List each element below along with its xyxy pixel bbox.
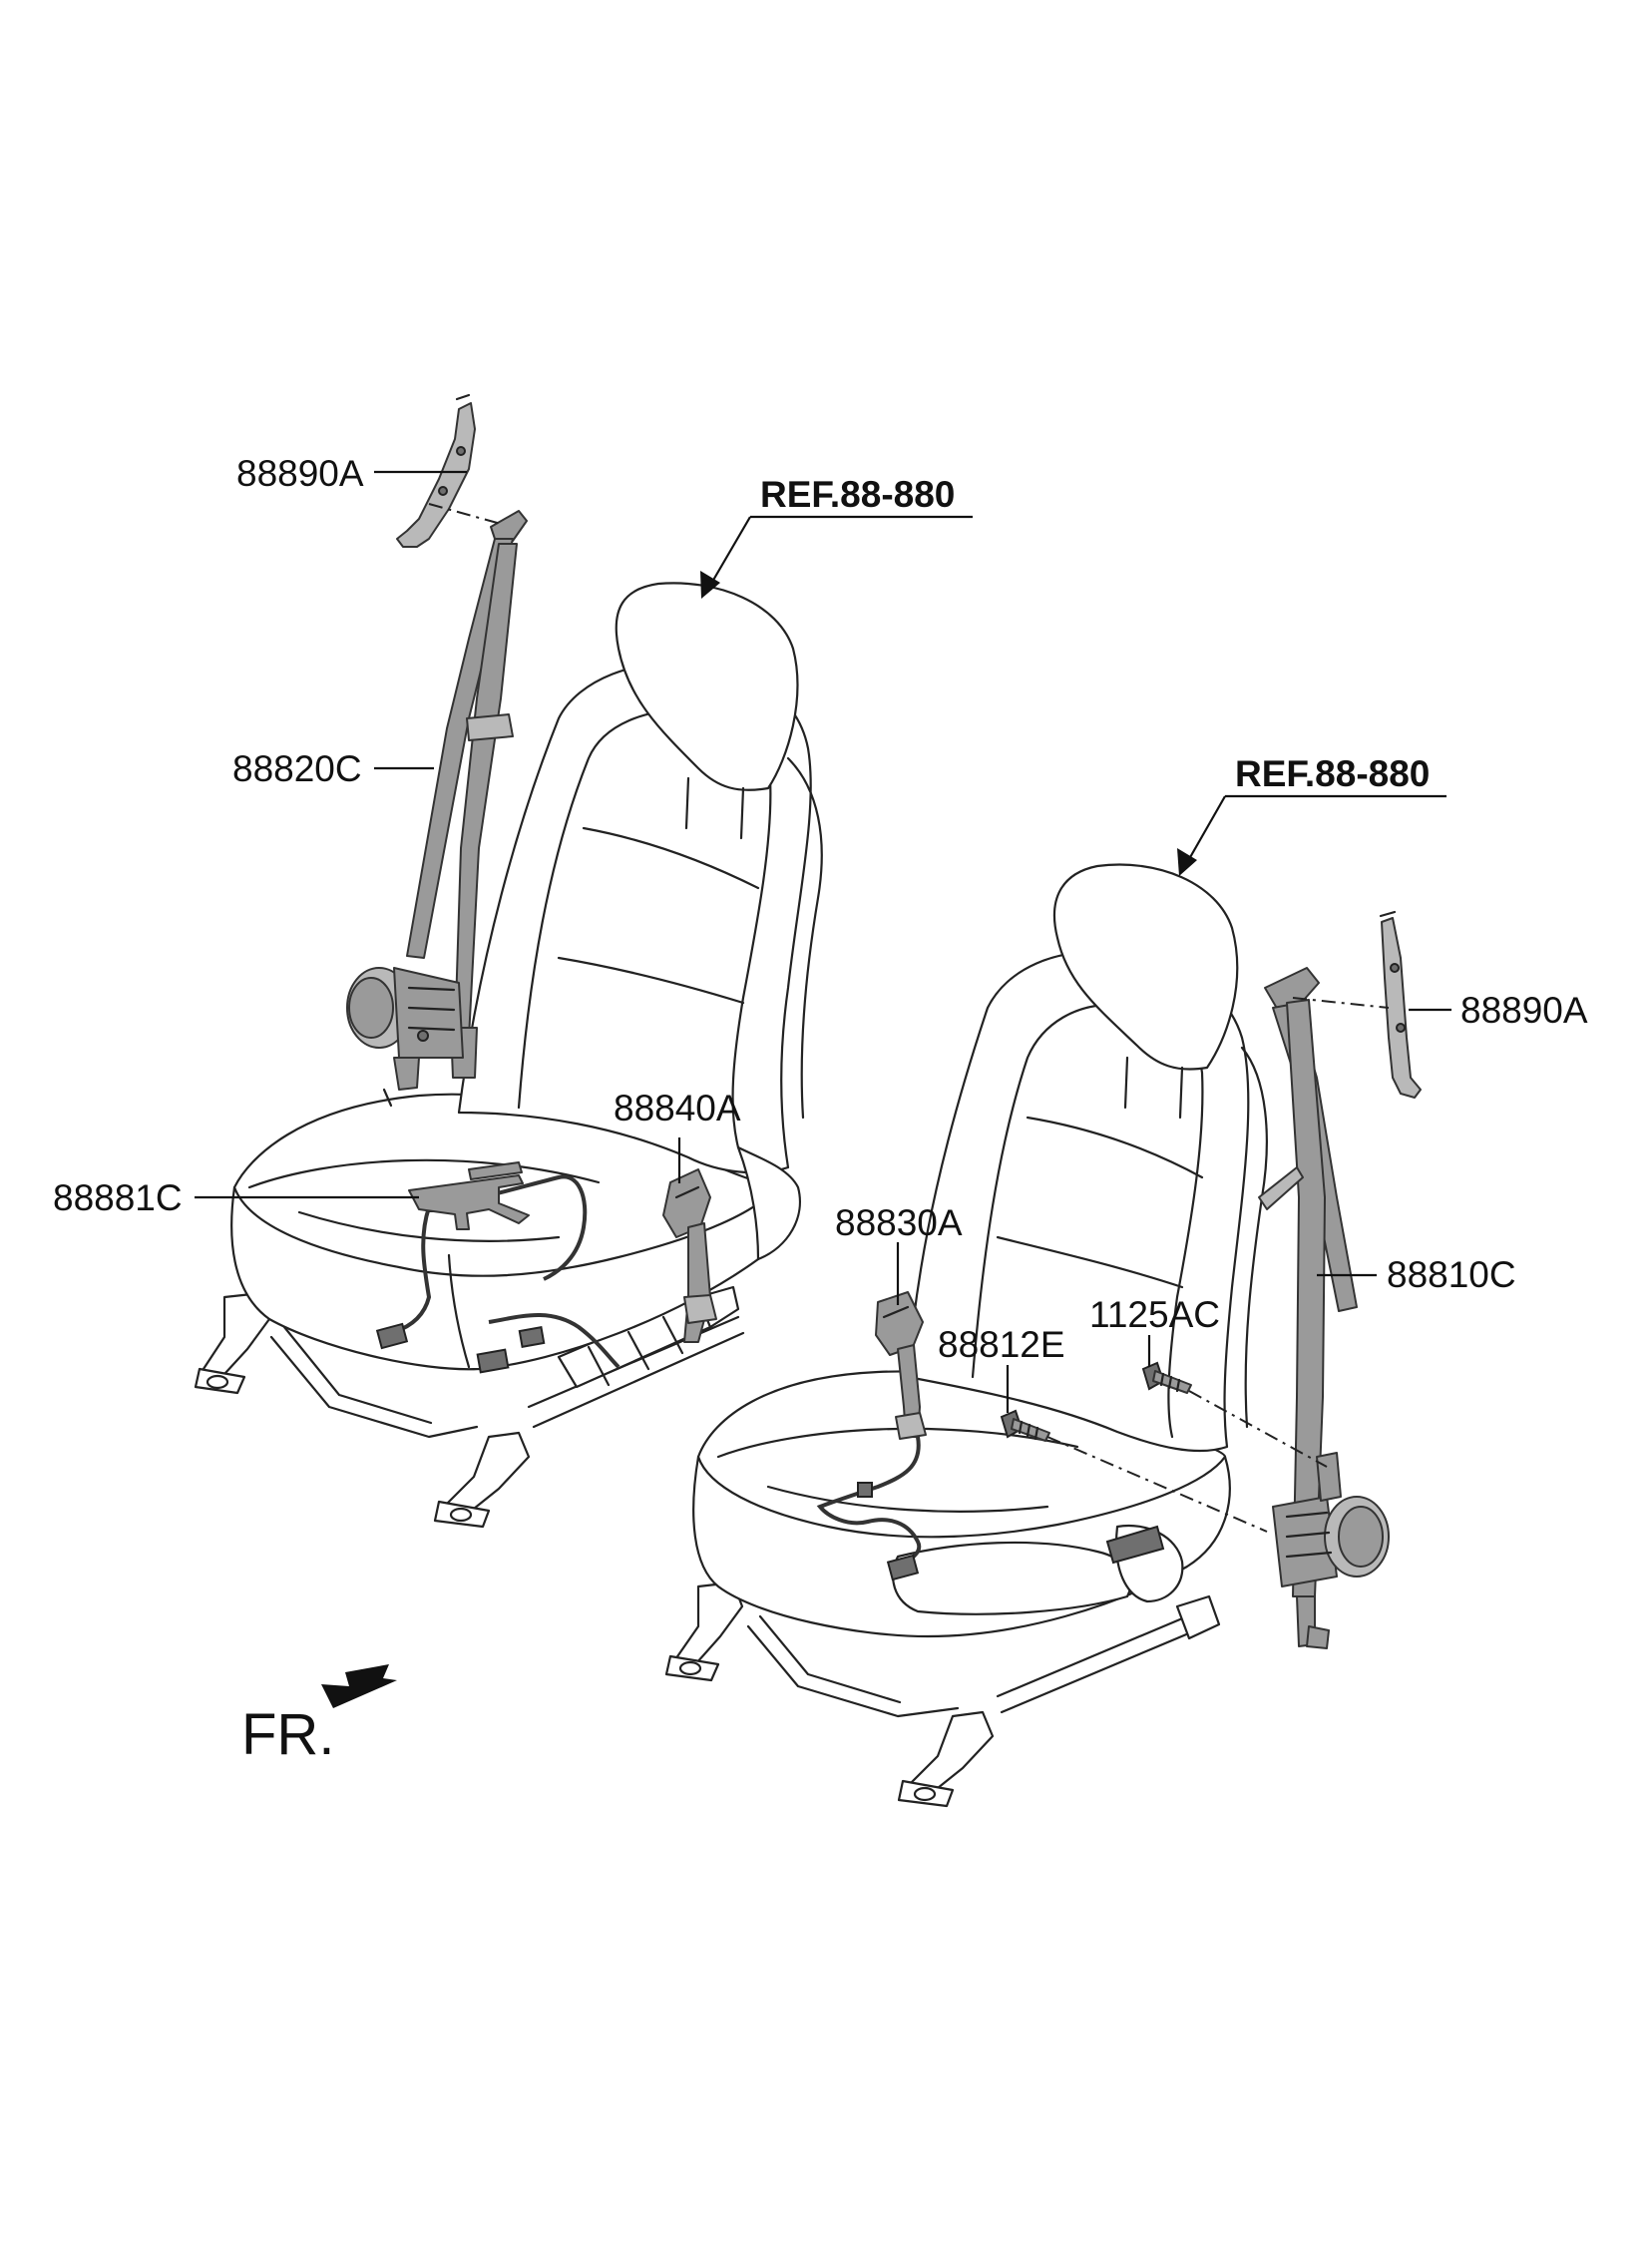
right-seat-rails <box>664 1581 1221 1808</box>
label-ref-right: REF.88-880 <box>1235 753 1430 794</box>
reference-arrow-icon <box>1177 848 1197 876</box>
ref-right-pointer <box>1184 795 1226 867</box>
part-1125AC-bolt <box>1141 1361 1192 1394</box>
label-88812E: 88812E <box>938 1324 1065 1365</box>
right-belt-guide <box>1258 1166 1304 1210</box>
front-direction-arrow-icon <box>321 1664 397 1708</box>
label-front: FR. <box>241 1702 334 1767</box>
ref-left-pointer <box>707 516 751 590</box>
part-88890A-right-shape <box>1379 910 1422 1099</box>
bolt-1125AC-path <box>1188 1390 1328 1468</box>
right-seat <box>664 863 1268 1808</box>
left-belt-assembly <box>346 393 528 1108</box>
label-88881C: 88881C <box>53 1177 183 1218</box>
label-ref-left: REF.88-880 <box>760 474 955 515</box>
part-88830A-buckle <box>875 1291 927 1440</box>
bolt-88812E-path <box>1046 1436 1268 1533</box>
right-seat-wiring <box>816 1436 922 1582</box>
left-belt-guide <box>466 713 514 741</box>
leader-lines <box>195 470 1451 1413</box>
right-belt-assembly <box>1258 910 1422 1649</box>
label-88890A-right: 88890A <box>1460 990 1588 1031</box>
label-88840A: 88840A <box>614 1088 741 1129</box>
right-retractor <box>1272 1452 1390 1649</box>
left-seat <box>194 582 823 1529</box>
reference-arrow-icon <box>700 571 720 599</box>
left-headrest <box>615 582 799 840</box>
left-bracket-link-line <box>428 503 502 525</box>
part-88812E-bolt <box>1000 1409 1050 1442</box>
label-88820C: 88820C <box>232 748 362 789</box>
label-88830A: 88830A <box>835 1202 963 1243</box>
part-88881C-shape <box>408 1161 530 1230</box>
part-88840A-buckle <box>662 1168 717 1343</box>
left-seat-back <box>457 662 823 1261</box>
part-88890A-left-shape <box>396 393 476 548</box>
label-1125AC: 1125AC <box>1089 1294 1220 1335</box>
right-seat-back <box>906 951 1268 1453</box>
label-88890A-left: 88890A <box>236 453 364 494</box>
left-retractor <box>346 967 464 1108</box>
right-bracket-link-line <box>1292 997 1390 1009</box>
right-headrest <box>1052 863 1239 1120</box>
label-88810C: 88810C <box>1387 1254 1516 1295</box>
